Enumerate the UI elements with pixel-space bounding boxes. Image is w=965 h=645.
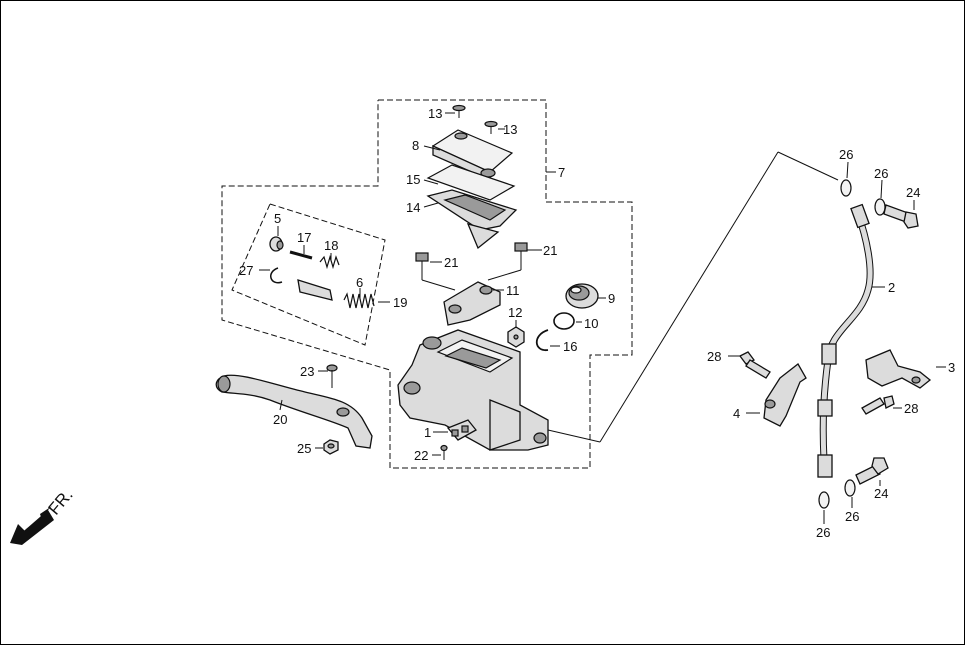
front-stop-switch bbox=[446, 419, 477, 441]
oil-bolt-top bbox=[883, 204, 919, 229]
callout-17: 17 bbox=[297, 230, 311, 245]
dust-boot bbox=[565, 283, 599, 309]
piston-circlip bbox=[270, 267, 283, 284]
callout-26-bottom-left: 26 bbox=[816, 525, 830, 540]
callout-1: 1 bbox=[424, 425, 431, 440]
brake-lever bbox=[215, 374, 373, 449]
callout-8: 8 bbox=[412, 138, 419, 153]
callout-leaders bbox=[259, 112, 946, 524]
switch-screw bbox=[440, 444, 448, 460]
callout-28-left: 28 bbox=[707, 349, 721, 364]
callout-20: 20 bbox=[273, 412, 287, 427]
sealing-washer-top-1 bbox=[840, 179, 852, 197]
callout-25: 25 bbox=[297, 441, 311, 456]
clamp-bolt-left bbox=[739, 351, 771, 379]
reservoir-cap bbox=[431, 129, 514, 181]
callout-6: 6 bbox=[356, 275, 363, 290]
lever-nut bbox=[323, 439, 339, 455]
callout-22: 22 bbox=[414, 448, 428, 463]
callout-9: 9 bbox=[608, 291, 615, 306]
holder-bolt-left bbox=[415, 252, 456, 291]
callout-27: 27 bbox=[239, 263, 253, 278]
callout-3: 3 bbox=[948, 360, 955, 375]
sealing-washer-bottom-1 bbox=[818, 491, 830, 509]
callout-15: 15 bbox=[406, 172, 420, 187]
callout-23: 23 bbox=[300, 364, 314, 379]
diaphragm bbox=[426, 164, 516, 201]
piston-boot bbox=[269, 236, 284, 252]
piston-kit-boundary bbox=[231, 203, 386, 346]
piston-spring bbox=[343, 292, 375, 309]
holder-bolt-right bbox=[487, 242, 528, 281]
callout-10: 10 bbox=[584, 316, 598, 331]
o-ring bbox=[553, 312, 575, 330]
callout-26-top-left: 26 bbox=[839, 147, 853, 162]
callout-24-bottom: 24 bbox=[874, 486, 888, 501]
front-direction-arrow-icon bbox=[10, 506, 54, 545]
callout-14: 14 bbox=[406, 200, 420, 215]
sealing-washer-top-2 bbox=[874, 198, 886, 216]
callout-5: 5 bbox=[274, 211, 281, 226]
hose-leader bbox=[547, 429, 601, 443]
oil-bolt-bottom bbox=[855, 457, 889, 485]
callout-13-upper: 13 bbox=[428, 106, 442, 121]
callout-11: 11 bbox=[506, 283, 520, 298]
callout-7: 7 bbox=[558, 165, 565, 180]
callout-26-bottom-right: 26 bbox=[845, 509, 859, 524]
spring bbox=[319, 254, 340, 270]
handlebar-holder bbox=[443, 281, 501, 326]
callout-24-top: 24 bbox=[906, 185, 920, 200]
hose-clamp-left bbox=[763, 363, 807, 427]
callout-16: 16 bbox=[563, 339, 577, 354]
callout-4: 4 bbox=[733, 406, 740, 421]
lever-pivot-bolt bbox=[326, 364, 338, 388]
callout-21-right: 21 bbox=[543, 243, 557, 258]
piston bbox=[297, 279, 333, 301]
sealing-washer-bottom-2 bbox=[844, 479, 856, 497]
cap-screw-lower bbox=[484, 120, 498, 134]
master-cylinder-body bbox=[397, 329, 549, 451]
hose-clamp-right bbox=[865, 349, 932, 389]
push-rod bbox=[289, 250, 313, 260]
assembly-boundary bbox=[221, 99, 633, 469]
callout-21-left: 21 bbox=[444, 255, 458, 270]
callout-28-right: 28 bbox=[904, 401, 918, 416]
callout-2: 2 bbox=[888, 280, 895, 295]
callout-26-top-right: 26 bbox=[874, 166, 888, 181]
callout-12: 12 bbox=[508, 305, 522, 320]
brake-hose bbox=[817, 203, 874, 478]
clamp-bolt-right bbox=[861, 395, 895, 415]
cap-screw-upper bbox=[452, 104, 466, 118]
circlip bbox=[535, 329, 549, 351]
brake-switch-connector bbox=[507, 326, 525, 348]
callout-13-lower: 13 bbox=[503, 122, 517, 137]
callout-18: 18 bbox=[324, 238, 338, 253]
callout-19: 19 bbox=[393, 295, 407, 310]
diaphragm-plate bbox=[426, 189, 518, 250]
hose-leader-2 bbox=[599, 151, 779, 443]
hose-leader-3 bbox=[777, 151, 839, 181]
